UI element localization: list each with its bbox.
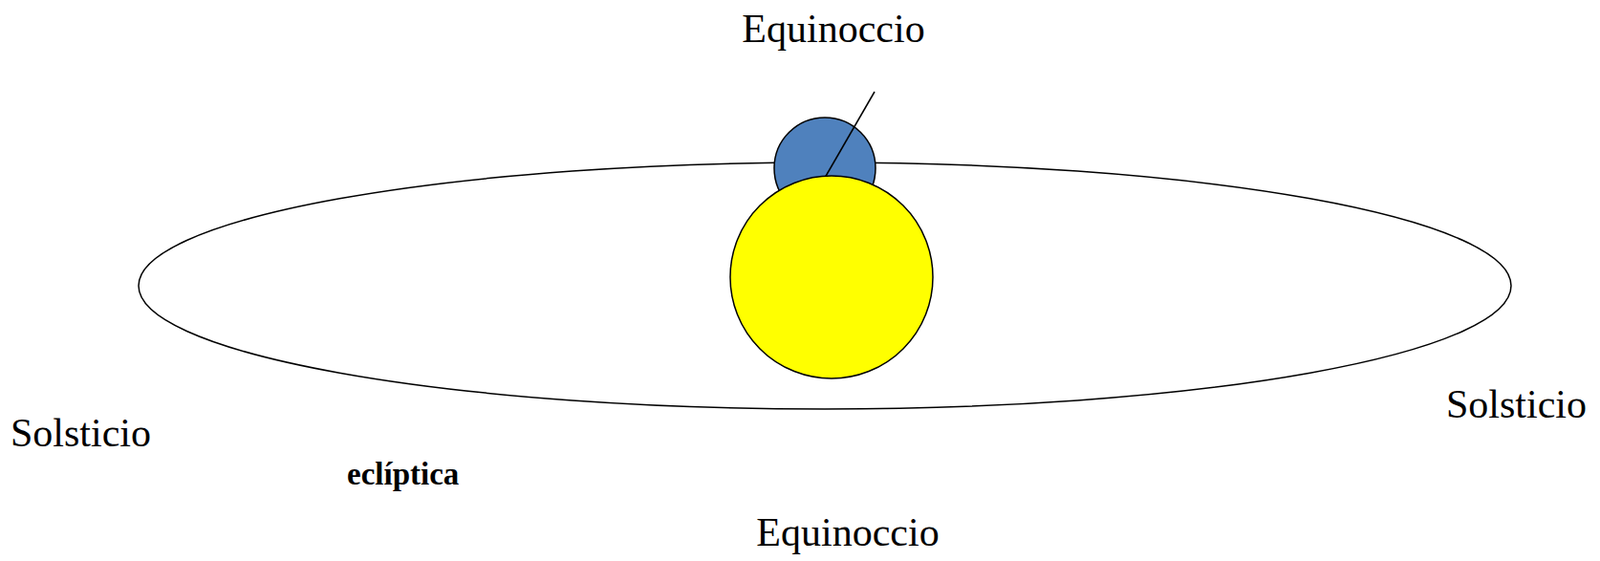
solstice-label: Solsticio <box>1446 384 1587 425</box>
equinox-label: Equinoccio <box>741 8 925 49</box>
earth-axis <box>824 91 875 178</box>
sun-circle <box>730 175 933 379</box>
ecliptic-label: eclíptica <box>346 458 459 491</box>
ecliptic-orbit <box>138 162 1512 410</box>
equinox-label: Equinoccio <box>756 512 939 553</box>
solstice-label: Solsticio <box>10 412 152 454</box>
